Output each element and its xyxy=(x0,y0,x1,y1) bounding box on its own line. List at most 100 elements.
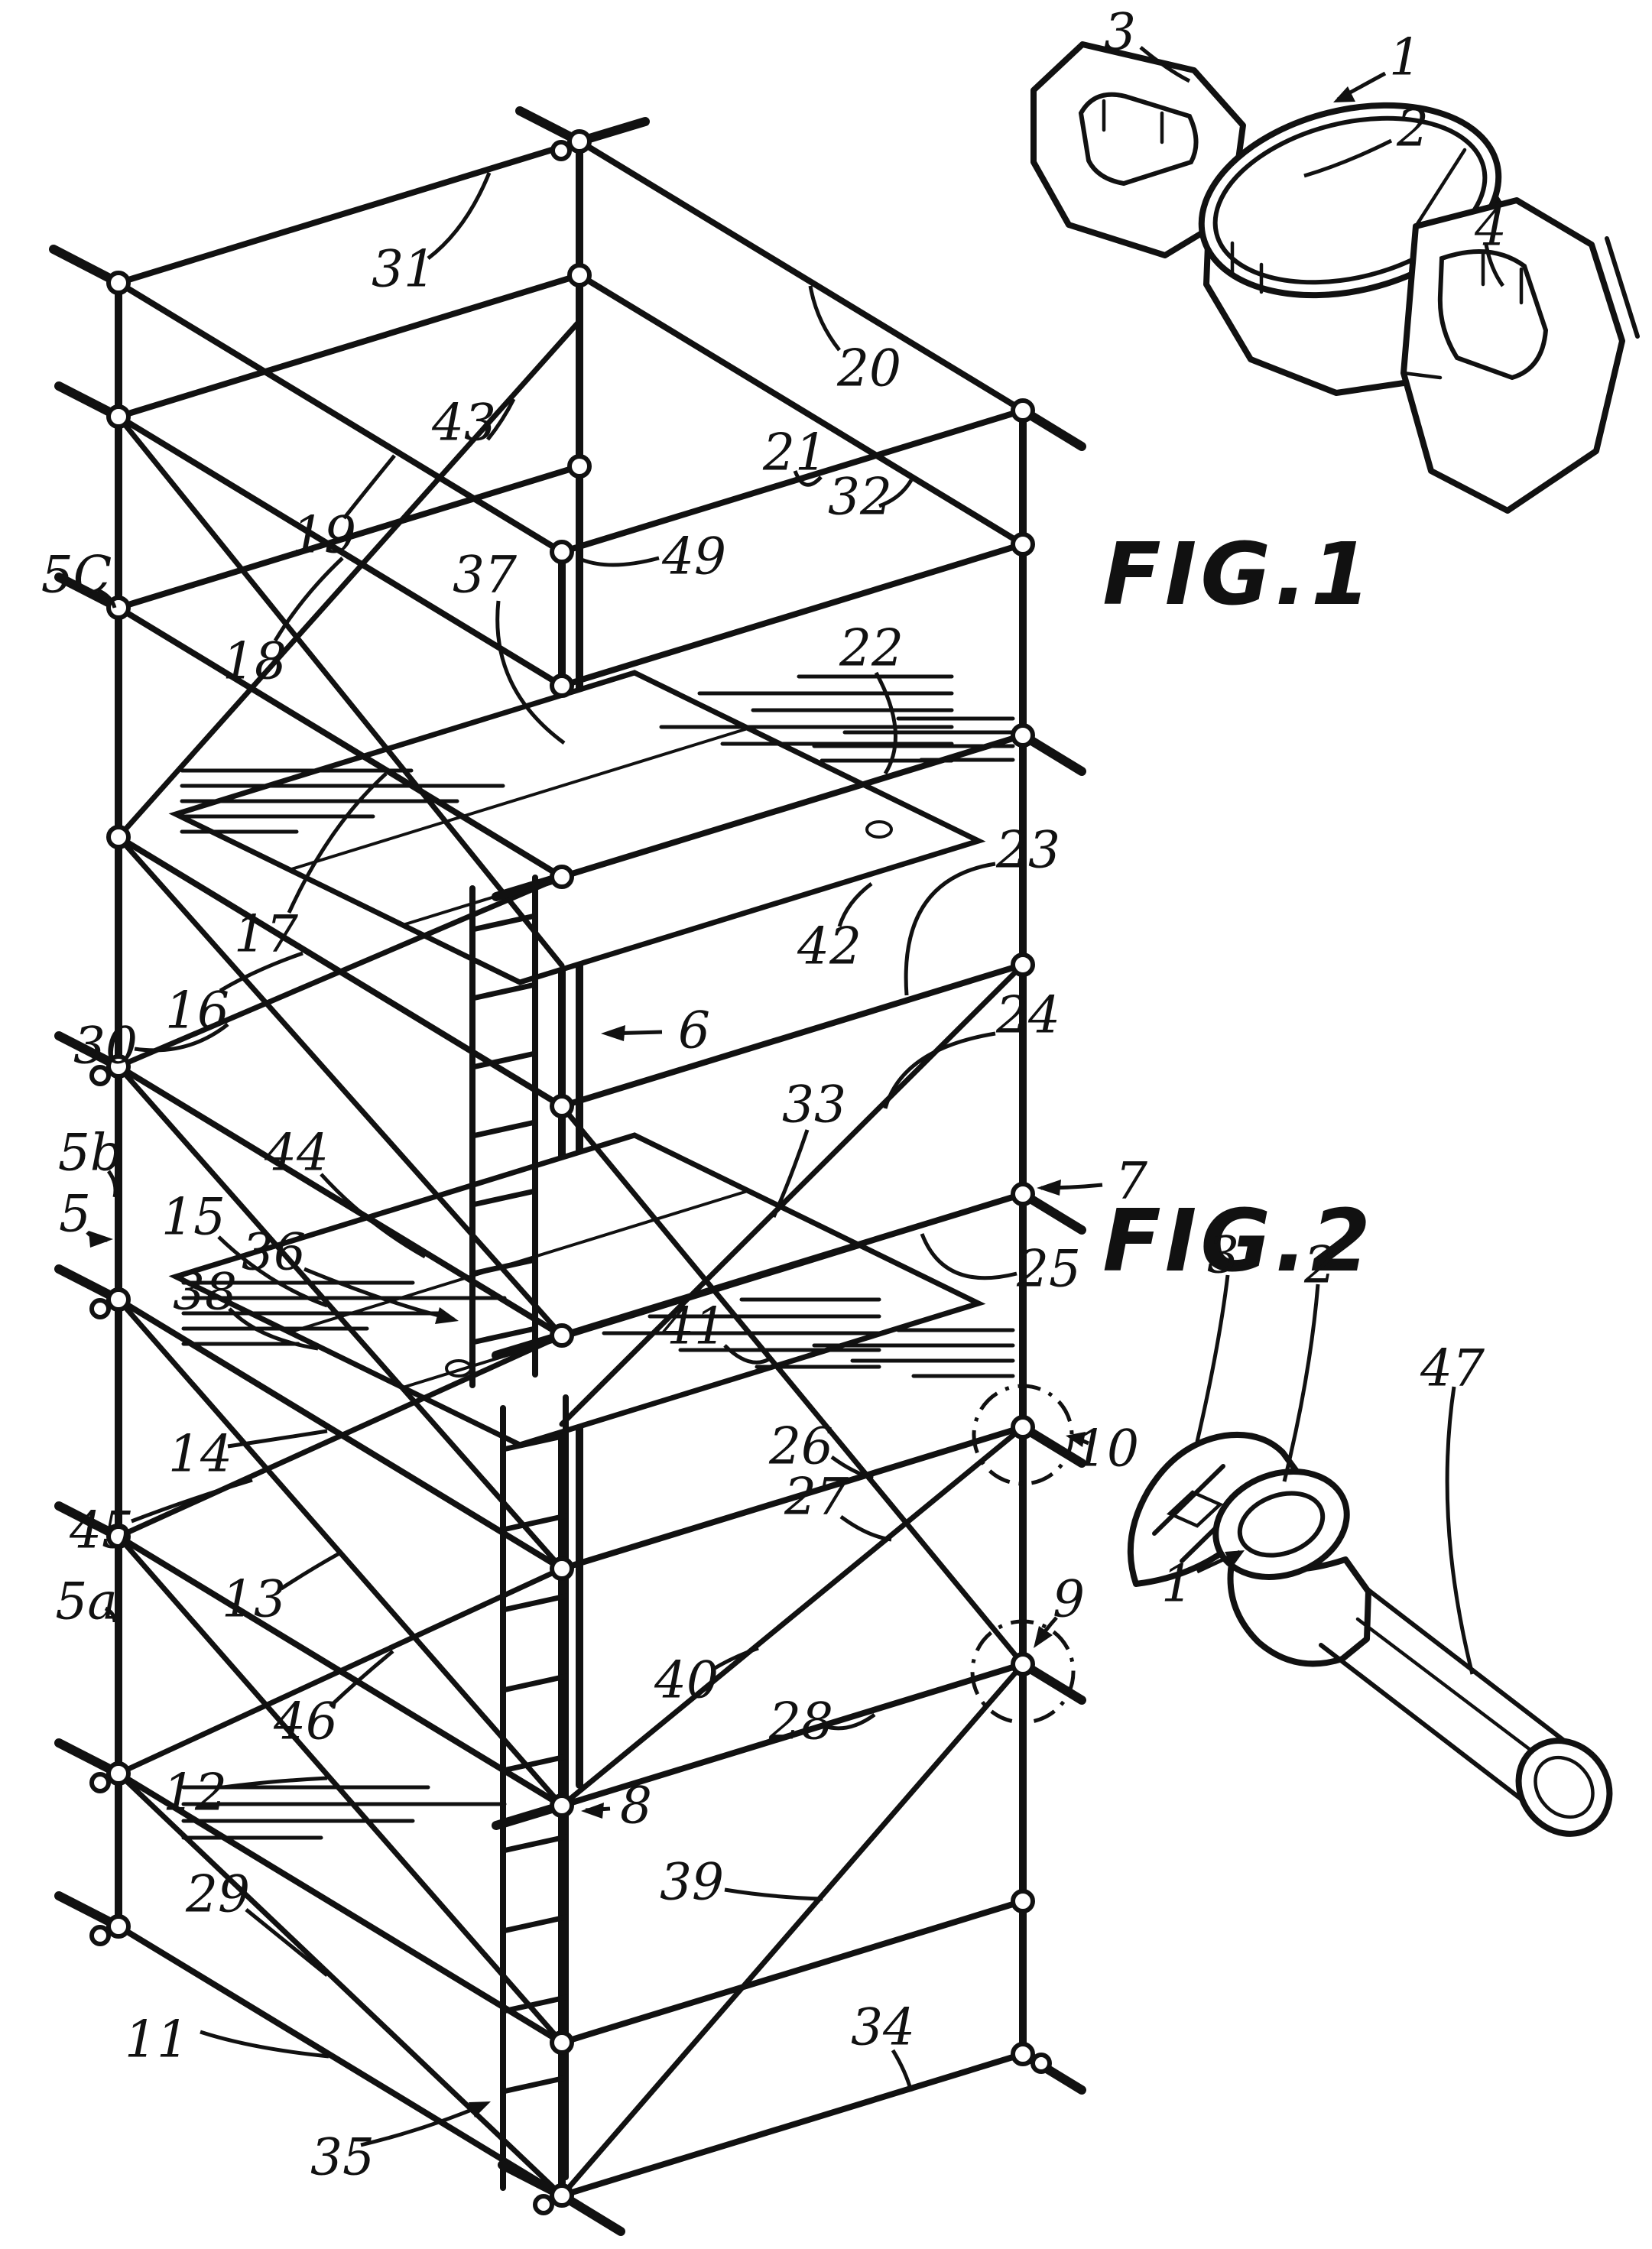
detail-circle-9 xyxy=(970,1619,1076,1725)
ref-label-scaffold-37: 37 xyxy=(453,546,517,605)
ref-label-scaffold-38: 38 xyxy=(173,1263,237,1322)
leader-line-scaffold-5a xyxy=(104,1606,117,1623)
leader-line-scaffold-20 xyxy=(808,285,841,352)
fig1-left-sleeve-window xyxy=(1078,92,1199,187)
ref-label-scaffold-46: 46 xyxy=(273,1692,338,1751)
arrowhead-scaffold-7 xyxy=(1037,1180,1061,1196)
back-brace xyxy=(115,318,583,840)
ref-label-scaffold-27: 27 xyxy=(784,1468,849,1527)
ref-label-scaffold-29: 29 xyxy=(185,1865,250,1924)
leader-line-scaffold-21 xyxy=(793,470,823,487)
leader-line-scaffold-42 xyxy=(837,882,873,927)
leader-line-scaffold-26 xyxy=(830,1455,874,1481)
leader-line-scaffold-34 xyxy=(891,2049,914,2092)
leader-line-fig1-2 xyxy=(1303,138,1393,178)
leader-line-scaffold-29 xyxy=(245,1908,329,1977)
ref-label-scaffold-23: 23 xyxy=(995,821,1060,880)
ref-label-scaffold-20: 20 xyxy=(836,339,901,398)
ref-label-scaffold-5b: 5b xyxy=(58,1124,122,1183)
leader-line-scaffold-23 xyxy=(904,862,996,996)
ref-label-scaffold-33: 33 xyxy=(782,1076,846,1134)
fig1-caption: FIG.1 xyxy=(1102,525,1375,625)
ref-label-fig2-47: 47 xyxy=(1420,1339,1485,1398)
ref-label-scaffold-6: 6 xyxy=(678,1001,710,1060)
ref-label-fig1-1: 1 xyxy=(1389,28,1421,87)
ref-label-scaffold-24: 24 xyxy=(995,986,1060,1045)
left-face-braces xyxy=(115,414,565,2199)
ref-label-scaffold-8: 8 xyxy=(620,1777,652,1835)
fig1-connector-drawing xyxy=(1030,41,1640,514)
fig2-tube xyxy=(1319,1588,1613,1837)
right-face-braces xyxy=(559,962,1026,2199)
fig1-bore-inner xyxy=(1212,115,1488,285)
ref-label-scaffold-42: 42 xyxy=(797,917,862,976)
deck-hatch-lines xyxy=(180,674,1015,1840)
leader-line-fig2-3 xyxy=(1195,1274,1230,1443)
ref-label-scaffold-7: 7 xyxy=(1115,1152,1147,1211)
scaffold-drawing xyxy=(49,106,1086,2236)
ref-label-scaffold-10: 10 xyxy=(1075,1420,1139,1478)
leader-line-scaffold-41 xyxy=(723,1344,771,1365)
leader-line-scaffold-18 xyxy=(273,557,344,642)
fig2-caption: FIG.2 xyxy=(1102,1192,1375,1291)
ref-label-scaffold-35: 35 xyxy=(310,2128,375,2187)
ref-label-scaffold-17: 17 xyxy=(234,905,298,964)
coupler-joints xyxy=(89,129,1052,2215)
leader-line-scaffold-40 xyxy=(711,1646,759,1672)
fig2-connector-drawing xyxy=(1127,1431,1613,1837)
leader-line-scaffold-11 xyxy=(200,2030,329,2059)
arrowhead-scaffold-8 xyxy=(581,1803,604,1819)
spigot-stubs xyxy=(49,106,1086,2236)
leader-line-scaffold-22 xyxy=(874,671,897,775)
ref-label-scaffold-49: 49 xyxy=(661,527,726,586)
ref-label-scaffold-11: 11 xyxy=(125,2010,189,2069)
leader-line-scaffold-14 xyxy=(227,1429,328,1449)
ref-label-scaffold-5C: 5C xyxy=(41,546,112,605)
ref-label-scaffold-21: 21 xyxy=(762,424,827,482)
leader-line-scaffold-49 xyxy=(576,556,660,567)
arrowhead-scaffold-35 xyxy=(469,2101,491,2118)
leader-line-scaffold-25 xyxy=(920,1233,1017,1280)
leader-line-scaffold-13 xyxy=(280,1551,341,1591)
ref-label-scaffold-34: 34 xyxy=(851,1998,915,2057)
arrowhead-fig2-1 xyxy=(1225,1550,1245,1567)
ref-label-scaffold-9: 9 xyxy=(1053,1570,1085,1629)
ref-label-scaffold-30: 30 xyxy=(73,1017,138,1076)
ref-label-fig1-3: 3 xyxy=(1104,3,1136,62)
arrowhead-scaffold-5 xyxy=(89,1231,113,1248)
ref-label-scaffold-31: 31 xyxy=(372,240,436,299)
ref-label-scaffold-41: 41 xyxy=(661,1297,726,1356)
ref-label-scaffold-39: 39 xyxy=(660,1853,724,1912)
ref-label-fig1-4: 4 xyxy=(1474,199,1507,258)
leader-line-scaffold-5C xyxy=(96,588,117,608)
arrowhead-scaffold-36 xyxy=(435,1307,459,1324)
ref-label-scaffold-40: 40 xyxy=(654,1651,719,1710)
ref-label-scaffold-13: 13 xyxy=(222,1570,286,1629)
leader-line-fig1-4 xyxy=(1484,244,1505,287)
leader-line-scaffold-16 xyxy=(219,951,303,993)
leader-line-scaffold-46 xyxy=(329,1650,394,1708)
fig1-labels-layer: 3 1 24 xyxy=(1104,3,1507,287)
ref-label-fig1-2: 2 xyxy=(1396,99,1429,158)
leader-line-scaffold-27 xyxy=(839,1514,892,1542)
leader-line-scaffold-30 xyxy=(134,1023,229,1053)
ref-label-fig2-2: 2 xyxy=(1303,1236,1336,1295)
ref-label-scaffold-26: 26 xyxy=(768,1417,833,1476)
ref-label-scaffold-14: 14 xyxy=(168,1425,232,1484)
leader-line-scaffold-33 xyxy=(771,1129,810,1219)
ref-label-fig2-1: 1 xyxy=(1161,1555,1193,1614)
leader-line-scaffold-32 xyxy=(878,479,914,508)
leader-line-scaffold-37 xyxy=(495,600,566,745)
ref-label-scaffold-22: 22 xyxy=(839,619,904,678)
ref-label-scaffold-28: 28 xyxy=(768,1692,833,1751)
leader-line-scaffold-45 xyxy=(131,1478,253,1524)
ref-label-scaffold-15: 15 xyxy=(161,1188,226,1247)
leader-line-fig2-2 xyxy=(1282,1284,1320,1482)
ref-label-scaffold-43: 43 xyxy=(431,394,496,453)
leader-line-scaffold-12 xyxy=(222,1776,328,1790)
leader-line-scaffold-43 xyxy=(486,398,516,441)
fig1-right-sleeve xyxy=(1400,197,1625,514)
